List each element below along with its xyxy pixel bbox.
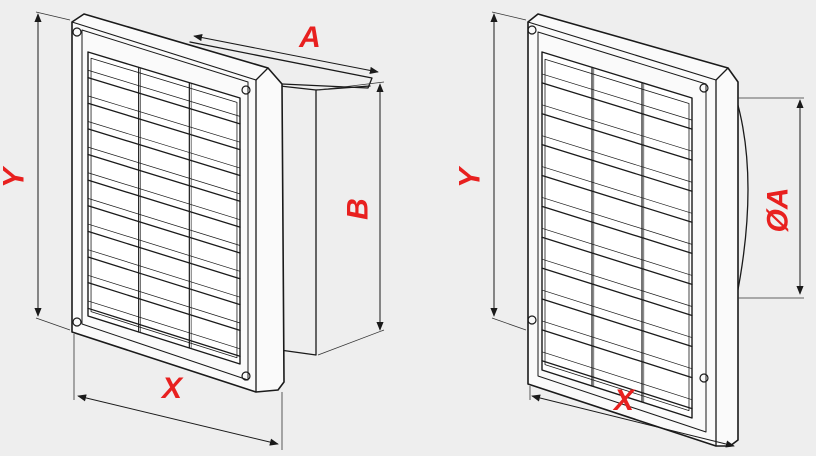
- louver-slat: [87, 256, 241, 306]
- louver-slat: [87, 179, 241, 228]
- label-right-diameter: ØA: [762, 188, 795, 233]
- right-louver-grid: [541, 51, 693, 419]
- screw-hole-icon: [527, 25, 537, 35]
- louver-slat: [541, 143, 693, 192]
- louver-slat: [87, 76, 241, 125]
- left-grille-square: [71, 13, 373, 393]
- louver-slat: [87, 128, 241, 177]
- louver-slat: [87, 153, 241, 202]
- louver-slat: [87, 282, 241, 332]
- louver-slat: [541, 82, 693, 130]
- screw-hole-icon: [241, 85, 251, 95]
- left-width-dimension-line: [77, 394, 279, 446]
- left-dimensions: [34, 11, 385, 450]
- louver-slat: [541, 236, 693, 286]
- louver-slat: [87, 230, 241, 280]
- label-left-depth: A: [298, 21, 321, 54]
- louver-slat: [541, 267, 693, 317]
- louver-slat: [87, 307, 241, 357]
- right-width-dimension-line: [531, 394, 735, 448]
- label-left-duct-height: B: [342, 198, 375, 220]
- right-dimensions: [490, 11, 804, 448]
- right-round-duct: [735, 97, 749, 301]
- left-louver-grid: [87, 51, 241, 365]
- label-right-width: X: [612, 384, 636, 417]
- screw-hole-icon: [72, 317, 82, 327]
- screw-hole-icon: [527, 315, 537, 325]
- louver-slat: [541, 113, 693, 161]
- screw-hole-icon: [699, 83, 709, 93]
- label-left-height: Y: [0, 165, 31, 188]
- louver-panel: [87, 51, 241, 365]
- louver-slat: [541, 329, 693, 379]
- screw-hole-icon: [241, 371, 251, 381]
- louver-panel: [541, 51, 693, 419]
- louver-slat: [541, 298, 693, 348]
- louver-slat: [87, 102, 241, 151]
- left-depth-dimension-line: [193, 34, 379, 74]
- right-grille-round: [527, 13, 749, 447]
- screw-hole-icon: [72, 27, 82, 37]
- label-right-height: Y: [454, 165, 487, 188]
- louver-slat: [541, 205, 693, 254]
- louver-slat: [541, 174, 693, 223]
- louver-slat: [87, 205, 241, 254]
- label-left-width: X: [160, 372, 184, 405]
- screw-hole-icon: [699, 373, 709, 383]
